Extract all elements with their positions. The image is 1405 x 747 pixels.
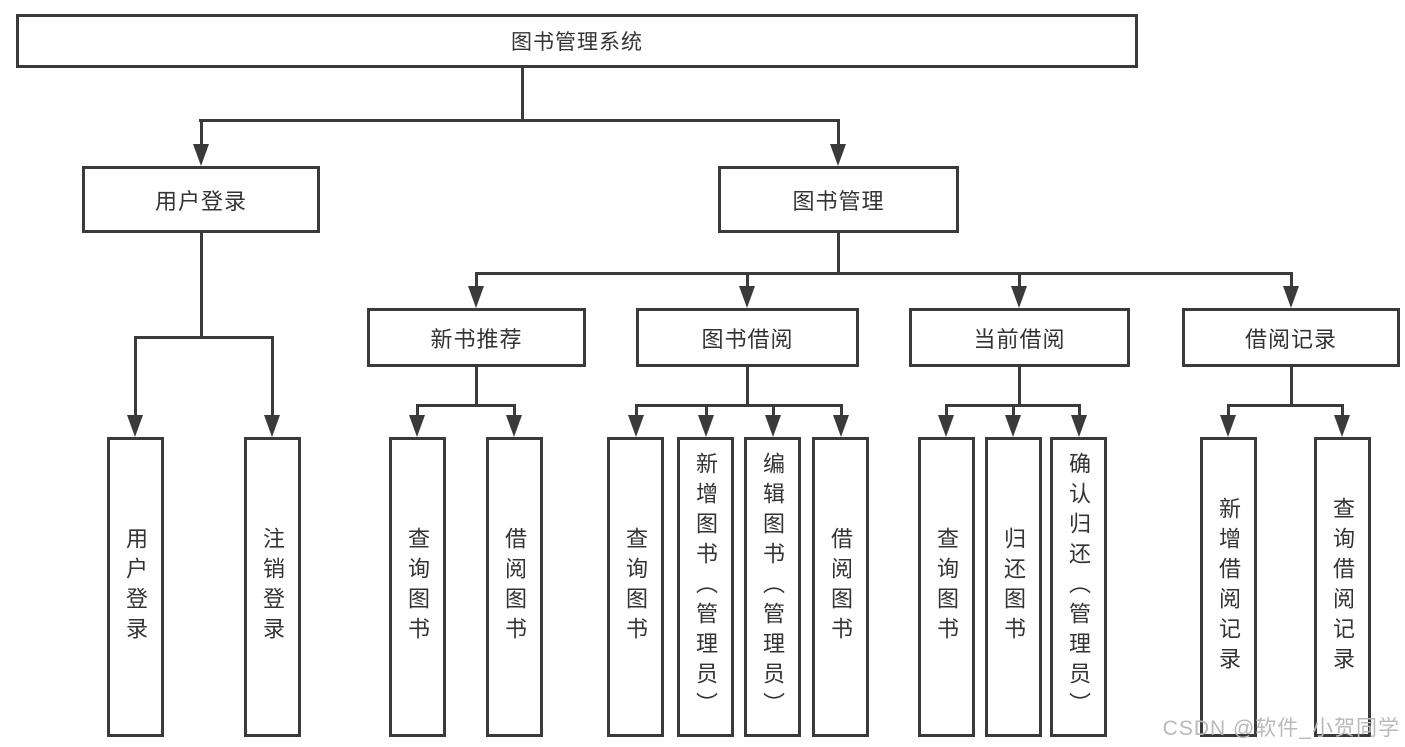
connector-line: [1290, 367, 1293, 407]
arrow-down-icon: [506, 415, 522, 437]
arrow-down-icon: [193, 144, 209, 166]
node-current-borrowing: 当前借阅: [909, 308, 1130, 367]
connector-line: [134, 336, 274, 339]
arrow-down-icon: [628, 415, 644, 437]
connector-line: [837, 119, 840, 149]
connector-line: [635, 404, 842, 407]
connector-line: [1341, 404, 1344, 420]
leaf-query-books-recommend: 查询图书: [389, 437, 446, 737]
connector-line: [1012, 404, 1015, 420]
connector-line: [705, 404, 708, 420]
arrow-down-icon: [698, 415, 714, 437]
connector-line: [746, 272, 749, 294]
connector-line: [945, 404, 948, 420]
csdn-watermark: CSDN @软件_小贺同学: [1162, 717, 1400, 740]
arrow-down-icon: [1283, 286, 1299, 308]
connector-line: [521, 66, 524, 122]
connector-line: [1018, 367, 1021, 407]
node-book-management: 图书管理: [718, 166, 959, 233]
arrow-down-icon: [264, 415, 280, 437]
connector-line: [475, 367, 478, 407]
connector-line: [513, 404, 516, 420]
connector-line: [837, 233, 840, 275]
connector-line: [1227, 404, 1230, 420]
connector-line: [746, 367, 749, 407]
connector-line: [134, 336, 137, 420]
connector-line: [475, 272, 478, 294]
node-borrowing-records: 借阅记录: [1182, 308, 1400, 367]
arrow-down-icon: [765, 415, 781, 437]
arrow-down-icon: [833, 415, 849, 437]
arrow-down-icon: [409, 415, 425, 437]
arrow-down-icon: [1334, 415, 1350, 437]
node-book-borrowing: 图书借阅: [636, 308, 859, 367]
connector-line: [1290, 272, 1293, 294]
connector-line: [200, 119, 203, 149]
arrow-down-icon: [830, 144, 846, 166]
leaf-return-books: 归还图书: [985, 437, 1042, 737]
arrow-down-icon: [127, 415, 143, 437]
connector-line: [200, 233, 203, 339]
leaf-confirm-return-admin: 确认归还（管理员）: [1050, 437, 1107, 737]
connector-line: [416, 404, 419, 420]
leaf-add-books-admin: 新增图书（管理员）: [677, 437, 734, 737]
leaf-borrow-books-recommend: 借阅图书: [486, 437, 543, 737]
arrow-down-icon: [468, 286, 484, 308]
arrow-down-icon: [1005, 415, 1021, 437]
arrow-down-icon: [739, 286, 755, 308]
connector-line: [475, 272, 1293, 275]
leaf-query-borrow-record: 查询借阅记录: [1314, 437, 1371, 737]
leaf-edit-books-admin: 编辑图书（管理员）: [744, 437, 801, 737]
connector-line: [1227, 404, 1344, 407]
node-user-login: 用户登录: [82, 166, 320, 233]
connector-line: [635, 404, 638, 420]
leaf-add-borrow-record: 新增借阅记录: [1200, 437, 1257, 737]
leaf-user-login: 用户登录: [107, 437, 164, 737]
leaf-logout: 注销登录: [244, 437, 301, 737]
arrow-down-icon: [1011, 286, 1027, 308]
arrow-down-icon: [1220, 415, 1236, 437]
leaf-query-books-current: 查询图书: [918, 437, 975, 737]
connector-line: [199, 119, 840, 122]
leaf-query-books-borrowing: 查询图书: [607, 437, 664, 737]
node-new-book-recommendation: 新书推荐: [367, 308, 586, 367]
arrow-down-icon: [938, 415, 954, 437]
connector-line: [1078, 404, 1081, 420]
connector-line: [840, 404, 843, 420]
connector-line: [1018, 272, 1021, 294]
connector-line: [416, 404, 516, 407]
node-root-book-management-system: 图书管理系统: [16, 14, 1138, 68]
connector-line: [772, 404, 775, 420]
leaf-borrow-books-borrowing: 借阅图书: [812, 437, 869, 737]
connector-line: [271, 336, 274, 420]
arrow-down-icon: [1071, 415, 1087, 437]
